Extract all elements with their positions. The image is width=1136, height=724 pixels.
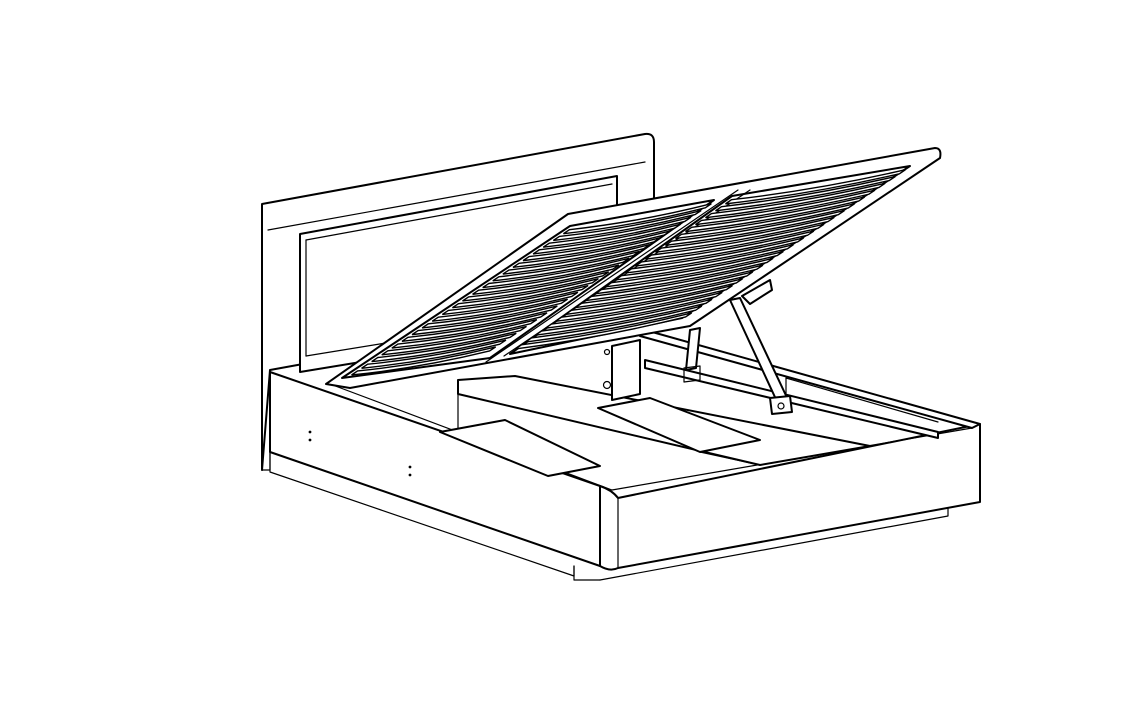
- right-slat: [585, 264, 764, 302]
- right-slat: [655, 216, 835, 253]
- storage-interior: [439, 339, 939, 477]
- right-slat: [575, 271, 754, 309]
- left-slat: [452, 278, 599, 309]
- left-slat: [421, 298, 569, 329]
- left-slat: [563, 203, 712, 235]
- left-slat: [502, 243, 651, 275]
- center-post: [611, 339, 641, 401]
- bed-frame: [269, 329, 981, 581]
- slats-left-panel: [351, 203, 712, 376]
- footboard: [599, 423, 981, 571]
- cross-rail-front: [439, 419, 601, 477]
- gas-lift-strut-2: [685, 327, 701, 371]
- left-slat: [381, 325, 527, 356]
- left-slat: [492, 250, 640, 282]
- left-slat: [351, 346, 497, 376]
- right-slat: [625, 237, 805, 274]
- left-slat: [522, 230, 671, 262]
- left-slat: [441, 284, 589, 316]
- right-slat: [725, 169, 906, 205]
- left-slat: [411, 305, 558, 336]
- right-slat: [705, 182, 886, 219]
- left-slat: [431, 291, 579, 322]
- right-slat: [605, 250, 784, 288]
- left-slat: [401, 312, 548, 343]
- left-slat: [472, 264, 620, 295]
- right-slat: [555, 284, 733, 323]
- left-slat: [482, 257, 630, 289]
- right-slat: [535, 298, 713, 336]
- right-slat: [665, 209, 845, 247]
- right-slat: [685, 196, 866, 233]
- right-slat: [565, 278, 743, 316]
- right-slat: [515, 312, 693, 350]
- right-slat: [525, 305, 703, 343]
- right-slat: [635, 230, 815, 267]
- left-slat: [361, 339, 507, 369]
- left-slat: [371, 332, 517, 363]
- left-slat: [462, 271, 610, 302]
- lift-up-slatted-frame: [325, 147, 942, 389]
- left-slat: [542, 216, 692, 248]
- cross-rail: [597, 397, 761, 453]
- left-slat: [391, 318, 538, 349]
- slats-right-panel: [515, 169, 906, 350]
- right-slat: [695, 189, 876, 226]
- left-slat: [532, 223, 682, 255]
- right-slat: [545, 291, 723, 329]
- gas-lift-mechanism: [683, 279, 793, 415]
- right-slat: [615, 244, 794, 281]
- right-slat: [595, 257, 774, 295]
- left-slat: [552, 209, 702, 242]
- right-slat: [675, 203, 855, 240]
- back-rail: [644, 359, 939, 439]
- right-slat: [715, 175, 896, 212]
- right-slat: [645, 223, 825, 260]
- left-slat: [512, 237, 661, 269]
